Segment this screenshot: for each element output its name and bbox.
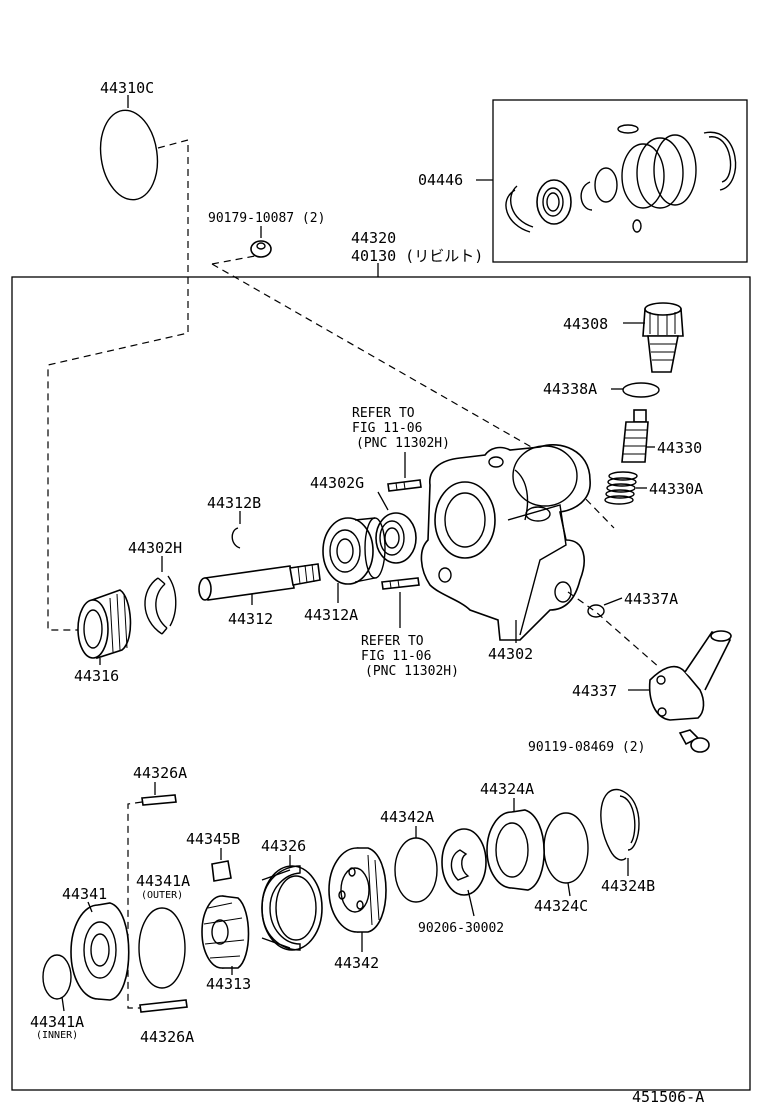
label-44341a-outer: 44341A (136, 872, 190, 890)
main-assembly-frame (11, 276, 751, 1091)
plate-44324a (486, 809, 545, 891)
o-ring-44341a-outer (138, 907, 186, 989)
label-refer-top-3: (PNC 11302H) (356, 436, 450, 451)
valve-44308 (642, 302, 684, 373)
snap-ring-44302h-ends (167, 575, 177, 627)
label-44312: 44312 (228, 610, 273, 628)
label-44337: 44337 (572, 682, 617, 700)
label-44313: 44313 (206, 975, 251, 993)
label-44341a-inner: 44341A (30, 1013, 84, 1031)
kit-04446-frame (492, 99, 748, 263)
clip-44312b (231, 527, 241, 549)
leader-90206 (467, 889, 475, 917)
label-outer: (OUTER) (141, 890, 183, 901)
leader-44302g (377, 491, 389, 511)
pipe-44337 (648, 630, 732, 721)
label-44324b: 44324B (601, 877, 655, 895)
shaft-44312 (198, 563, 321, 601)
label-44338a: 44338A (543, 380, 597, 398)
label-40130: 40130 (リビルト) (351, 247, 483, 265)
retainer-90206 (441, 828, 487, 896)
snap-ring-44324b (600, 788, 640, 861)
label-44341: 44341 (62, 885, 107, 903)
plate-44342 (328, 847, 387, 933)
leader-44324c (567, 882, 571, 897)
o-ring-44337a (587, 604, 605, 618)
label-44302: 44302 (488, 645, 533, 663)
snap-ring-44302h (144, 577, 168, 635)
pin-44326a-bottom (139, 999, 188, 1013)
dashed-line-pins (127, 801, 143, 1009)
stud-lower (381, 577, 420, 590)
label-90206: 90206-30002 (418, 921, 504, 936)
label-refer-bot-3: (PNC 11302H) (365, 664, 459, 679)
label-refer-top-1: REFER TO (352, 406, 415, 421)
label-44302g: 44302G (310, 474, 364, 492)
label-44320: 44320 (351, 229, 396, 247)
stud-upper (387, 479, 422, 492)
leader-44341a-inner (61, 996, 65, 1012)
block-44345b (211, 860, 232, 882)
pump-housing-44302 (420, 444, 591, 641)
nut-90179 (250, 240, 272, 258)
label-44326a-top: 44326A (133, 764, 187, 782)
label-44310c: 44310C (100, 79, 154, 97)
label-refer-bot-1: REFER TO (361, 634, 424, 649)
label-44330a: 44330A (649, 480, 703, 498)
spring-44330a (604, 471, 638, 505)
kit-04446-parts (505, 124, 737, 233)
label-44330: 44330 (657, 439, 702, 457)
leader-44337a (603, 597, 623, 606)
pin-44326a-top (141, 794, 177, 806)
label-44337a: 44337A (624, 590, 678, 608)
label-44302h: 44302H (128, 539, 182, 557)
label-44326: 44326 (261, 837, 306, 855)
label-44312b: 44312B (207, 494, 261, 512)
o-ring-44310c (99, 109, 159, 201)
label-refer-top-2: FIG 11-06 (352, 421, 422, 436)
label-44324a: 44324A (480, 780, 534, 798)
label-04446: 04446 (418, 171, 463, 189)
bolt-90119 (678, 729, 710, 753)
label-44326a-bottom: 44326A (140, 1028, 194, 1046)
o-ring-44324c (543, 812, 589, 884)
label-90179: 90179-10087 (2) (208, 211, 325, 226)
label-44308: 44308 (563, 315, 608, 333)
rotor-44313 (201, 895, 250, 969)
o-ring-44342a (394, 837, 438, 903)
dashed-line-44310c (47, 139, 189, 631)
label-90119: 90119-08469 (2) (528, 740, 645, 755)
label-44342a: 44342A (380, 808, 434, 826)
label-44312a: 44312A (304, 606, 358, 624)
label-44316: 44316 (74, 667, 119, 685)
o-ring-44341a-inner (42, 954, 72, 1000)
label-refer-bot-2: FIG 11-06 (361, 649, 431, 664)
o-ring-44338a (622, 382, 660, 398)
label-inner: (INNER) (36, 1030, 78, 1041)
label-44345b: 44345B (186, 830, 240, 848)
valve-44330 (621, 409, 649, 463)
cam-ring-44326 (261, 865, 323, 951)
bearing-44312a (322, 517, 386, 585)
label-44342: 44342 (334, 954, 379, 972)
plate-44341 (70, 902, 130, 1001)
bushing-44316 (77, 589, 132, 660)
dashed-line-90179 (211, 255, 256, 265)
seal-44302g (375, 512, 417, 564)
leader-44341 (87, 901, 93, 913)
label-44324c: 44324C (534, 897, 588, 915)
figure-id: 451506-A (632, 1088, 704, 1106)
